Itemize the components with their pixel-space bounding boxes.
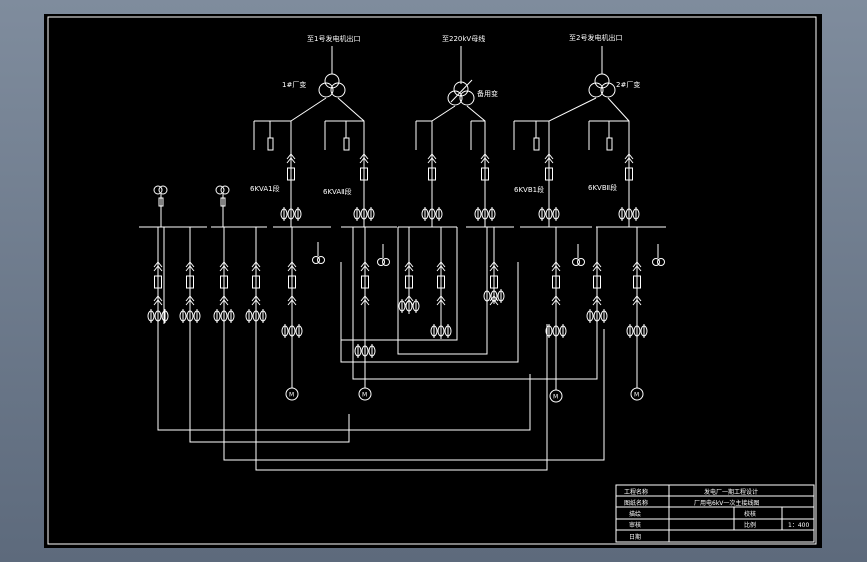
tb-row1-value: 发电厂一期工程设计: [704, 488, 758, 496]
interconnection-wiring: [157, 227, 605, 471]
motor-label: M: [634, 392, 639, 399]
incomer-feeder: [538, 152, 560, 227]
outgoing-feeder: [430, 227, 452, 339]
outgoing-feeder: [213, 227, 235, 324]
tb-row2-label: 图纸名称: [624, 499, 648, 507]
transformer-mid-icon: [447, 79, 475, 106]
tb-row5-label: 日期: [629, 533, 641, 541]
incomer-feeder: [421, 152, 443, 227]
incomer-feeder: [474, 152, 496, 227]
outgoing-feeder: [545, 227, 567, 339]
tb-row2-value: 厂用电6kV一次主接线图: [694, 499, 759, 507]
bus-b1-label: 6KVB1段: [514, 185, 544, 194]
incomer-feeder: [280, 152, 302, 227]
motor-icon: M: [358, 339, 372, 401]
outgoing-feeder: [147, 227, 169, 324]
bus-a2-label: 6KVAⅡ段: [323, 187, 352, 196]
motor-label: M: [553, 394, 558, 401]
earthing-switch-icon: [572, 244, 585, 266]
sheet-border: [47, 16, 817, 545]
tb-row3-extra-label: 校核: [744, 510, 756, 518]
tb-row3-label: 描绘: [629, 510, 641, 518]
bus-b2-label: 6KVBⅡ段: [588, 183, 617, 192]
bus-a1-label: 6KVA1段: [250, 184, 280, 193]
outgoing-feeder: [398, 227, 420, 314]
transformer-left-label: 1#厂变: [282, 80, 306, 89]
tb-row4-label: 审核: [629, 521, 641, 529]
tb-row4-extra-value: 1：400: [788, 522, 809, 529]
incomer-feeder: [618, 152, 640, 227]
transformer-mid-label: 备用变: [477, 89, 498, 98]
motor-icon: M: [285, 339, 299, 401]
single-line-diagram: 至1号发电机出口 至220kV母线 至2号发电机出口 1#厂变 备用变 2#厂变…: [47, 16, 817, 545]
motor-label: M: [289, 392, 294, 399]
source-left-label: 至1号发电机出口: [307, 34, 360, 43]
outgoing-feeder: [354, 227, 376, 359]
outgoing-feeder: [179, 227, 201, 324]
transformer-right-icon: [588, 73, 616, 98]
transformer-right-label: 2#厂变: [616, 80, 640, 89]
source-right-label: 至2号发电机出口: [569, 33, 622, 42]
tb-row4-extra-label: 比例: [744, 521, 756, 529]
motor-label: M: [362, 392, 367, 399]
pt-icon: [153, 185, 230, 227]
transformer-left-icon: [318, 73, 346, 98]
motor-icon: M: [630, 339, 644, 401]
outgoing-feeder: [626, 227, 648, 339]
outgoing-feeder: [281, 227, 303, 339]
title-block: 工程名称 发电厂一期工程设计 图纸名称 厂用电6kV一次主接线图 描绘 校核 审…: [615, 484, 815, 543]
motor-icon: M: [549, 339, 563, 403]
earthing-switch-icon: [652, 244, 665, 266]
tb-row1-label: 工程名称: [624, 488, 648, 496]
drawing-sheet: 至1号发电机出口 至220kV母线 至2号发电机出口 1#厂变 备用变 2#厂变…: [44, 14, 822, 548]
source-mid-label: 至220kV母线: [442, 34, 485, 43]
earthing-switch-icon: [377, 244, 390, 266]
outgoing-feeder: [245, 227, 267, 324]
earthing-switch-icon: [312, 242, 325, 264]
incomer-feeder: [353, 152, 375, 227]
